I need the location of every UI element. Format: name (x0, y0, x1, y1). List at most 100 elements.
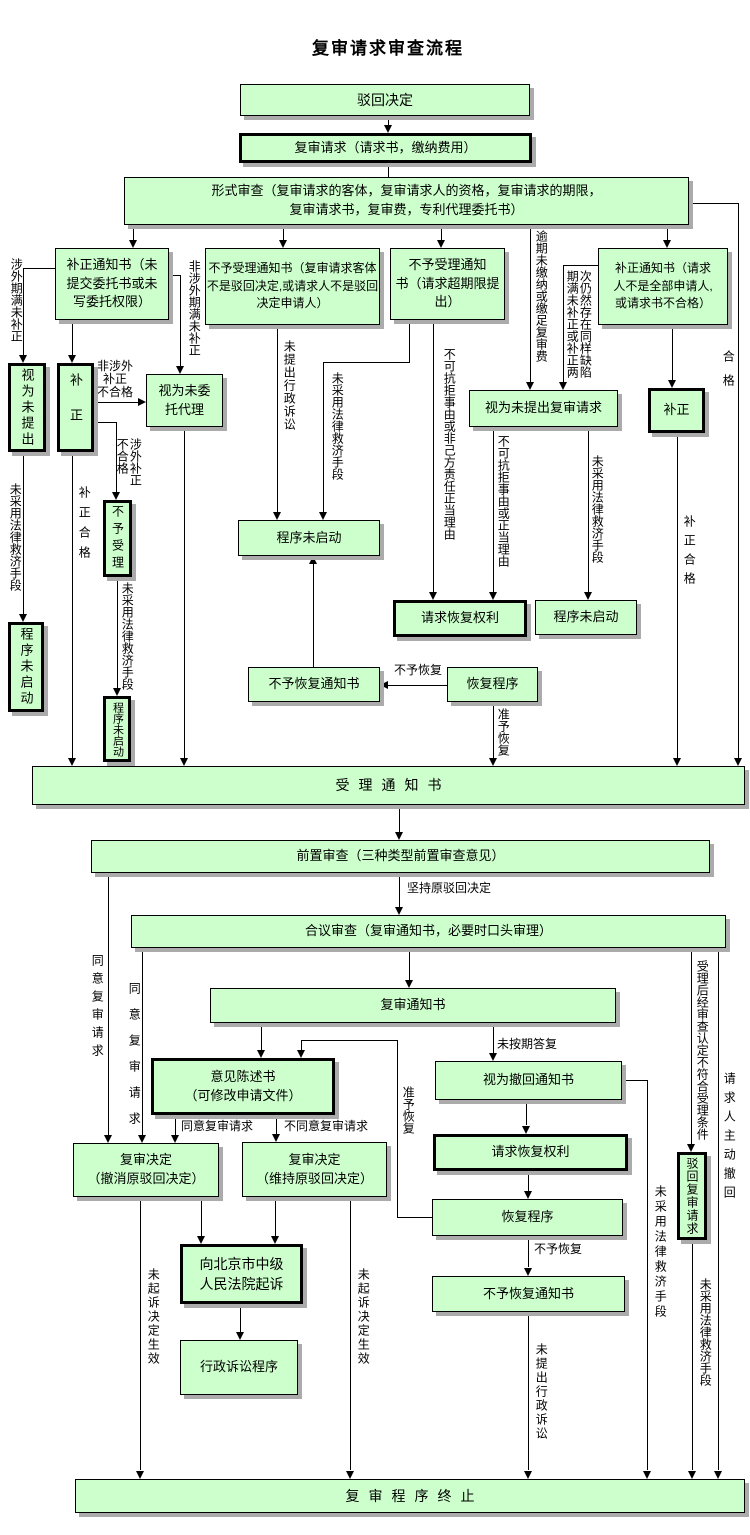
arrowhead-icon (489, 758, 497, 766)
node-preliminary-examination: 前置审查（三种类型前置审查意见） (91, 840, 710, 873)
flow-line (142, 948, 143, 1135)
flow-line (276, 1115, 277, 1134)
flow-line (409, 948, 410, 980)
flow-line (184, 427, 185, 758)
flow-line (399, 873, 400, 907)
flow-line (672, 325, 673, 380)
arrowhead-icon (673, 758, 681, 766)
arrowhead-icon (522, 1126, 530, 1134)
arrowhead-icon (197, 1236, 205, 1244)
edge-label-restoration-granted-2: 准予恢复 (401, 1086, 416, 1134)
arrowhead-icon (279, 240, 287, 248)
arrowhead-icon (129, 240, 137, 248)
flow-line (530, 225, 531, 382)
flow-line (350, 1197, 351, 1470)
edge-label-no-lawsuit-decision-effective-1: 未起诉决定生效 (146, 1268, 161, 1366)
arrowhead-icon (236, 1332, 244, 1340)
flow-line (667, 225, 668, 240)
flow-line (240, 1304, 241, 1332)
flow-line (647, 1080, 648, 1470)
edge-label-nonforeign-overdue-no-correction: 非涉外期满未补正 (187, 260, 202, 356)
edge-label-force-majeure-or-not-own-fault: 不可抗拒事由或非己方责任正当理由 (442, 348, 457, 540)
node-correction-notice-2: 补正通知书（请求 人不是全部申请人, 或请求书不合格） (598, 248, 728, 325)
edge-label-overdue-or-same-defect: 期满未补正或补正两 次仍然存在同样缺陷 (565, 270, 593, 378)
flow-line (493, 702, 494, 758)
flow-line (23, 268, 24, 355)
flow-line (275, 1197, 276, 1236)
node-review-procedure-terminated: 复审程序终止 (75, 1479, 745, 1513)
edge-label-no-lawsuit-decision-effective-2: 未起诉决定生效 (356, 1268, 371, 1366)
flow-line (23, 268, 56, 269)
node-no-restoration-notice-2: 不予恢复通知书 (432, 1276, 625, 1312)
node-non-acceptance-notice-1: 不予受理通知书（复审请求客体不是驳回决定,或请求人不是驳回决定申请人） (205, 248, 380, 325)
flow-line (399, 805, 400, 832)
arrowhead-icon (668, 380, 676, 388)
arrowhead-icon (113, 688, 121, 696)
flow-line (301, 1040, 398, 1041)
edge-label-no-legal-remedy-5: 未采用法律救济手段 (653, 1185, 668, 1320)
arrowhead-icon (734, 758, 742, 766)
arrowhead-icon (395, 832, 403, 840)
arrowhead-icon (257, 1050, 265, 1058)
flow-line (117, 577, 118, 688)
node-request-restore-rights-2: 请求恢复权利 (433, 1134, 628, 1171)
arrowhead-icon (384, 125, 392, 133)
edge-label-agree-review-request-1: 同意复审请求 (90, 954, 105, 1062)
node-correction-box-1: 补正 (57, 363, 94, 452)
flow-line (433, 320, 434, 592)
flow-line (277, 325, 278, 512)
flow-line (528, 1236, 529, 1267)
arrowhead-icon (309, 556, 317, 564)
edge-label-no-admin-lawsuit-2: 未提出行政诉讼 (534, 1343, 549, 1441)
flow-line (441, 225, 442, 240)
edge-label-foreign-correction-unqualified: 涉外补正 不合格 (115, 438, 143, 486)
arrowhead-icon (68, 355, 76, 363)
flow-line (493, 427, 494, 592)
node-procedure-not-started-3: 程序未启动 (238, 520, 380, 556)
edge-label-requester-voluntary-withdrawal: 请求人主动撤回 (722, 1072, 737, 1205)
arrowhead-icon (489, 592, 497, 600)
node-correction-box-2: 补正 (648, 388, 705, 433)
node-non-acceptance-notice-2: 不予受理通知 书（请求超期限提 出） (390, 248, 505, 320)
flow-line (409, 320, 410, 362)
node-deemed-withdrawn-notice: 视为撤回通知书 (435, 1061, 622, 1100)
flow-line (718, 948, 719, 1470)
arrowhead-icon (437, 240, 445, 248)
flow-line (526, 1100, 527, 1125)
node-acceptance-notice: 受理通知书 (32, 766, 745, 805)
flow-line (261, 1023, 262, 1050)
arrowhead-icon (297, 1050, 305, 1058)
flow-line (493, 1023, 494, 1053)
edge-label-no-timely-reply: 未按期答复 (497, 1037, 558, 1051)
flow-line (738, 203, 739, 758)
edge-label-correction-qualified-2: 补正合格 (682, 515, 697, 591)
node-opinion-statement: 意见陈述书 （可修改申请文件） (151, 1058, 335, 1115)
arrowhead-icon (405, 980, 413, 988)
arrowhead-icon (688, 1471, 696, 1479)
arrowhead-icon (176, 366, 184, 374)
node-no-restoration-notice-1: 不予恢复通知书 (248, 667, 380, 702)
edge-label-no-restoration-label-1: 不予恢复 (394, 663, 443, 677)
flow-line (692, 1240, 693, 1470)
node-sue-beijing-court: 向北京市中级 人民法院起诉 (180, 1244, 303, 1304)
edge-label-agree-review-request-3: 同意复审请求 (181, 1119, 254, 1133)
edge-label-no-legal-remedy-4: 未采用法律救济手段 (120, 582, 135, 690)
flow-line (388, 163, 389, 178)
flow-line (140, 1197, 141, 1470)
edge-label-force-majeure-or-just-cause: 不可抗拒事由或正当理由 (496, 435, 511, 567)
edge-label-no-legal-remedy-6: 未采用法律救济手段 (698, 1278, 713, 1386)
arrowhead-icon (319, 512, 327, 520)
edge-label-overdue-unpaid-fee: 逾期未缴纳或缴足复审费 (534, 230, 549, 362)
arrowhead-icon (429, 592, 437, 600)
arrowhead-icon (112, 492, 120, 500)
arrowhead-icon (68, 758, 76, 766)
edge-label-disagree-review-request: 不同意复审请求 (284, 1119, 369, 1133)
node-reject-review-request: 驳回复审请求 (677, 1152, 707, 1240)
flow-line (23, 452, 24, 614)
arrowhead-icon (272, 1134, 280, 1142)
flow-line (388, 685, 447, 686)
node-review-decision-revoke: 复审决定 （撤消原驳回决定） (73, 1143, 219, 1197)
edge-label-maintain-original-rejection: 坚持原驳回决定 (407, 881, 492, 895)
edge-label-unqualified-after-acceptance: 受理后经审查认定不符合受理条件 (695, 960, 710, 1140)
